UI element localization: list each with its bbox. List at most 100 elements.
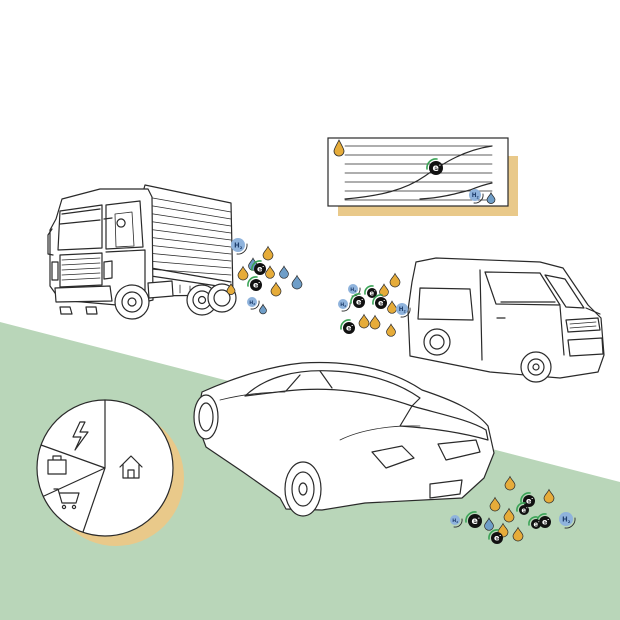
svg-text:e: e xyxy=(526,496,532,506)
svg-text:e: e xyxy=(257,264,263,274)
electron-icon: e- xyxy=(364,285,377,298)
electron-icon: e- xyxy=(516,502,529,515)
electron-icon: e- xyxy=(426,158,443,175)
svg-text:e: e xyxy=(378,298,384,308)
energy-pie xyxy=(36,399,184,546)
fuel-drop-icon xyxy=(504,475,516,491)
fuel-drop-icon xyxy=(503,507,515,523)
electron-icon: e- xyxy=(528,516,541,529)
svg-text:-: - xyxy=(383,299,385,304)
water-drop-icon xyxy=(484,517,494,531)
chart-curve-lower xyxy=(419,182,493,200)
svg-text:-: - xyxy=(351,324,353,329)
svg-text:H: H xyxy=(350,287,354,293)
svg-text:-: - xyxy=(258,281,260,286)
shopping-cart-icon xyxy=(53,488,80,510)
electron-icon: e- xyxy=(372,294,387,309)
svg-text:e: e xyxy=(432,163,438,174)
svg-text:H: H xyxy=(399,307,404,313)
svg-text:2: 2 xyxy=(240,245,243,250)
svg-text:-: - xyxy=(526,505,528,510)
svg-text:H: H xyxy=(249,300,253,306)
van xyxy=(407,257,605,383)
svg-text:H: H xyxy=(562,515,568,523)
svg-text:-: - xyxy=(499,534,501,539)
svg-text:2: 2 xyxy=(253,302,255,306)
svg-text:-: - xyxy=(439,163,442,169)
svg-text:e: e xyxy=(253,280,259,290)
energy-chart-panel xyxy=(327,137,518,216)
electron-icon: e- xyxy=(520,492,535,507)
electron-icon: e- xyxy=(488,529,503,544)
car-wheel-front xyxy=(284,461,322,517)
truck xyxy=(47,184,237,320)
house-icon xyxy=(119,455,143,479)
fuel-drop-icon xyxy=(386,323,396,337)
van-wheel-rear xyxy=(423,328,451,356)
fuel-drop-icon xyxy=(512,526,524,542)
chart-grid-lines xyxy=(344,145,493,201)
svg-text:-: - xyxy=(547,518,549,523)
svg-text:-: - xyxy=(478,516,481,522)
fuel-drop-icon xyxy=(387,300,397,314)
electron-icon: e- xyxy=(251,260,266,275)
car xyxy=(193,361,495,517)
svg-text:2: 2 xyxy=(477,196,479,200)
svg-text:2: 2 xyxy=(354,289,356,293)
svg-text:2: 2 xyxy=(404,310,406,314)
briefcase-icon xyxy=(47,455,67,475)
fuel-drop-icon xyxy=(489,496,501,512)
svg-text:-: - xyxy=(538,519,540,524)
water-drop-icon xyxy=(486,191,496,204)
fuel-drop-icon xyxy=(237,265,249,281)
fuel-drop-icon xyxy=(270,281,282,297)
svg-text:H: H xyxy=(472,193,477,199)
truck-wheel-front xyxy=(114,284,150,320)
fuel-drop-icon xyxy=(265,265,275,279)
svg-text:e: e xyxy=(369,289,374,297)
car-wheel-rear xyxy=(193,394,219,440)
svg-text:-: - xyxy=(262,265,264,270)
fuel-drop-icon xyxy=(379,283,389,297)
electron-icon: e- xyxy=(247,276,262,291)
svg-text:e: e xyxy=(521,506,526,514)
fuel-drop-icon xyxy=(262,245,274,261)
svg-text:H: H xyxy=(340,302,344,308)
svg-text:H: H xyxy=(234,241,240,249)
svg-text:2: 2 xyxy=(568,519,571,524)
svg-text:e: e xyxy=(533,520,538,528)
svg-text:e: e xyxy=(356,297,362,307)
electron-icon: e- xyxy=(465,511,482,528)
fuel-drop-icon xyxy=(389,272,401,288)
fuel-drop-icon xyxy=(358,313,370,329)
svg-text:e: e xyxy=(494,533,500,543)
svg-text:e: e xyxy=(542,517,548,527)
svg-text:-: - xyxy=(374,288,376,293)
svg-text:-: - xyxy=(361,298,363,303)
electron-icon: e- xyxy=(350,293,365,308)
electron-icon: e- xyxy=(340,319,355,334)
fuel-drop-icon xyxy=(226,282,236,295)
van-wheel-front xyxy=(520,351,552,383)
svg-text:-: - xyxy=(531,497,533,502)
svg-text:H: H xyxy=(452,518,456,524)
water-drop-icon xyxy=(291,274,303,290)
svg-text:2: 2 xyxy=(456,520,458,524)
lightning-icon xyxy=(72,421,89,451)
fuel-drop-icon xyxy=(369,314,381,330)
chart-curve-upper xyxy=(344,145,493,200)
svg-text:e: e xyxy=(471,516,477,527)
water-drop-icon xyxy=(259,303,267,315)
chart-drop-marker xyxy=(333,139,345,157)
water-drop-icon xyxy=(279,265,289,279)
